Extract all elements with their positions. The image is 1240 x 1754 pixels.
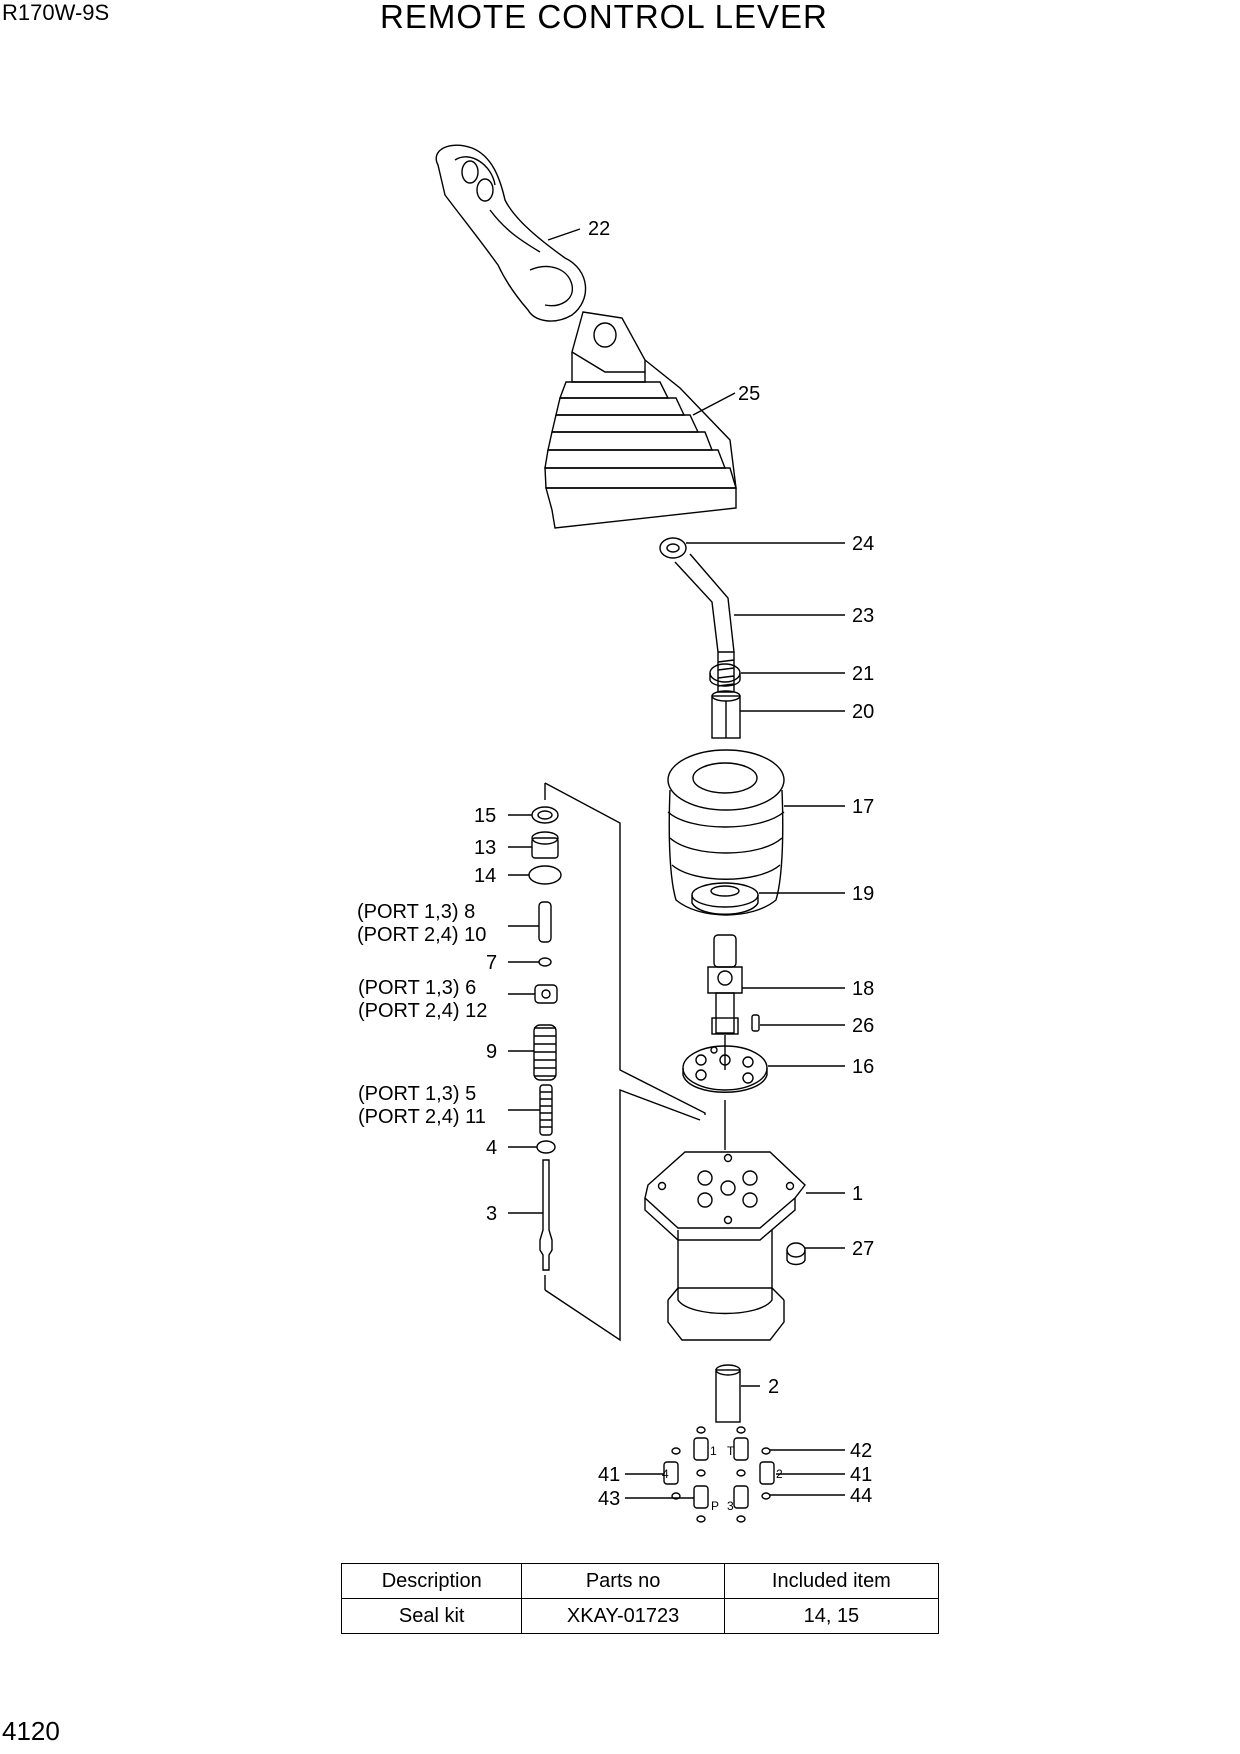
- callout-5: (PORT 1,3) 5: [358, 1083, 476, 1105]
- casing: [644, 1151, 845, 1341]
- callout-4: 4: [486, 1137, 497, 1159]
- grip-handle: [435, 144, 587, 322]
- callout-19: 19: [852, 883, 874, 905]
- callout-14: 14: [474, 865, 496, 887]
- callout-41-right: 41: [850, 1464, 872, 1486]
- callout-11: (PORT 2,4) 11: [358, 1106, 486, 1128]
- callout-15: 15: [474, 805, 496, 827]
- port-mark-2: 2: [776, 1467, 783, 1481]
- universal-joint: [707, 934, 845, 1070]
- lock-nut: [709, 663, 845, 687]
- callout-27: 27: [852, 1238, 874, 1260]
- callout-8: (PORT 1,3) 8: [357, 901, 475, 923]
- dowel-pin: [751, 1014, 845, 1032]
- callout-6: (PORT 1,3) 6: [358, 977, 476, 999]
- port-mark-1: 1: [710, 1444, 717, 1458]
- page-number: 4120: [2, 1716, 60, 1746]
- port-mark-3: 3: [727, 1499, 734, 1513]
- cell-included-item: 14, 15: [723, 1598, 940, 1634]
- callout-21: 21: [852, 663, 874, 685]
- table-row: Seal kit XKAY-01723 14, 15: [340, 1598, 940, 1634]
- port-mark-4: 4: [662, 1467, 669, 1481]
- header-included-item: Included item: [723, 1563, 940, 1599]
- cell-description: Seal kit: [340, 1598, 523, 1634]
- callout-44: 44: [850, 1485, 872, 1507]
- header-parts-no: Parts no: [521, 1563, 725, 1599]
- table-header-row: Description Parts no Included item: [340, 1563, 940, 1599]
- callout-18: 18: [852, 978, 874, 1000]
- model-code: R170W-9S: [2, 0, 110, 25]
- callout-43: 43: [598, 1488, 620, 1510]
- port-mark-p: P: [711, 1499, 719, 1513]
- callout-7: 7: [486, 952, 497, 974]
- lever-rod: [674, 553, 845, 693]
- port-fittings: [625, 1426, 845, 1523]
- cell-parts-no: XKAY-01723: [521, 1598, 725, 1634]
- callout-42: 42: [850, 1440, 872, 1462]
- callout-13: 13: [474, 837, 496, 859]
- callout-2: 2: [768, 1376, 779, 1398]
- callout-9: 9: [486, 1041, 497, 1063]
- callout-1: 1: [852, 1183, 863, 1205]
- callout-26: 26: [852, 1015, 874, 1037]
- callout-3: 3: [486, 1203, 497, 1225]
- guide-plate: [682, 1045, 845, 1150]
- callout-16: 16: [852, 1056, 874, 1078]
- hex-coupling: [711, 690, 845, 739]
- callout-41-left: 41: [598, 1464, 620, 1486]
- callout-25: 25: [738, 383, 760, 405]
- callout-10: (PORT 2,4) 10: [357, 924, 486, 946]
- lever-nut: [659, 537, 845, 559]
- plug: [786, 1242, 845, 1266]
- rubber-boot: [544, 311, 737, 529]
- page-title: REMOTE CONTROL LEVER: [380, 0, 828, 35]
- header-description: Description: [340, 1563, 523, 1599]
- callout-22: 22: [588, 218, 610, 240]
- callout-23: 23: [852, 605, 874, 627]
- callout-24: 24: [852, 533, 874, 555]
- seal-kit-table: Description Parts no Included item Seal …: [340, 1563, 940, 1634]
- dust-seal: [691, 882, 845, 915]
- callout-17: 17: [852, 796, 874, 818]
- bushing: [715, 1364, 760, 1423]
- assembly-bracket: [544, 782, 706, 1342]
- callout-20: 20: [852, 701, 874, 723]
- port-mark-t: T: [727, 1444, 735, 1458]
- callout-12: (PORT 2,4) 12: [358, 1000, 487, 1022]
- upper-cover: [667, 749, 845, 916]
- left-stack-parts: [508, 806, 562, 1271]
